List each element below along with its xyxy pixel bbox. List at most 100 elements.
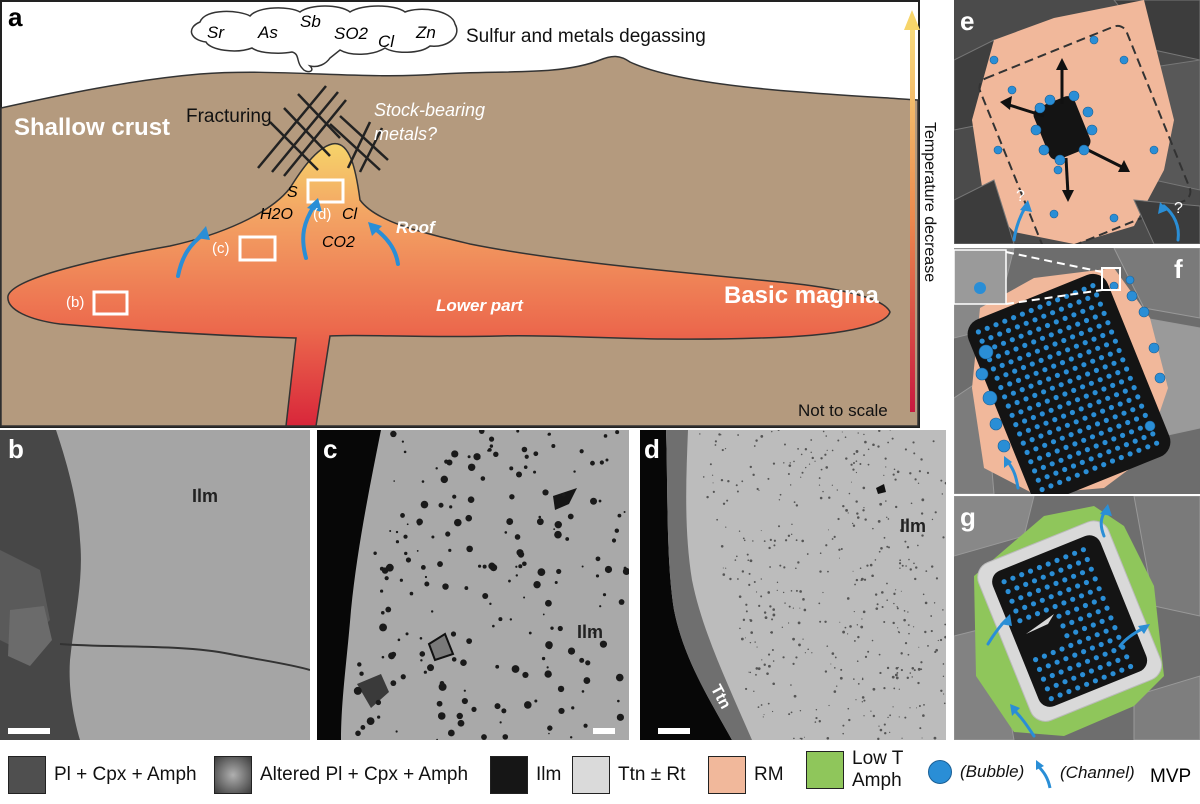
pore <box>735 484 738 487</box>
vesicle <box>377 715 381 719</box>
mvp-bubble <box>1043 607 1049 613</box>
pore <box>862 486 866 490</box>
vesicle <box>604 565 613 574</box>
pore <box>725 567 727 569</box>
pore <box>842 724 845 727</box>
mvp-bubble <box>1050 649 1056 656</box>
mvp-bubble <box>1084 447 1090 453</box>
pore <box>788 605 791 608</box>
mvp-bubble <box>1005 403 1011 409</box>
mvp-bubble <box>1092 390 1098 396</box>
pore <box>790 533 793 536</box>
legend: Pl + Cpx + Amph Altered Pl + Cpx + Amph … <box>0 742 1200 804</box>
volatile-s: S <box>287 184 298 201</box>
vesicle <box>445 531 451 537</box>
pore <box>922 714 925 717</box>
mvp-bubble <box>1036 666 1043 672</box>
vesicle <box>436 738 438 740</box>
pore <box>783 566 786 569</box>
box-d <box>306 178 345 204</box>
mvp-bubble <box>1091 599 1097 605</box>
mvp-bubble <box>1073 343 1079 349</box>
pore <box>787 473 790 476</box>
mvp-bubble <box>1065 610 1071 616</box>
vesicle <box>430 610 434 613</box>
pore <box>853 610 855 613</box>
vesicle <box>509 618 513 621</box>
pore <box>842 630 845 634</box>
pore <box>808 463 811 465</box>
pore <box>824 670 828 673</box>
pore <box>825 544 828 547</box>
pore <box>825 466 829 469</box>
pore <box>709 463 712 466</box>
mvp-bubble <box>1101 310 1107 316</box>
pore <box>878 550 881 553</box>
pore <box>770 631 774 634</box>
vesicle <box>611 538 617 543</box>
mvp-bubble <box>1072 652 1078 658</box>
pore <box>767 477 770 480</box>
pore <box>886 545 889 548</box>
pore <box>839 676 843 680</box>
mvp-bubble <box>1062 577 1068 583</box>
mvp-bubble <box>1109 458 1116 464</box>
mvp-bubble <box>1037 379 1043 386</box>
pore <box>764 616 768 620</box>
pore <box>917 681 920 685</box>
mvp-bubble <box>1088 456 1094 462</box>
vesicle <box>447 729 455 737</box>
pore <box>818 720 821 723</box>
pore <box>941 493 944 495</box>
pore <box>806 553 809 555</box>
mvp-bubble <box>1106 449 1112 455</box>
mvp-bubble <box>1117 401 1123 407</box>
pore <box>753 445 756 447</box>
pore <box>942 663 945 665</box>
vesicle <box>419 651 426 657</box>
vesicle <box>502 734 509 740</box>
vesicle <box>381 655 385 659</box>
vesicle <box>390 651 397 658</box>
pore <box>742 618 746 622</box>
vesicle <box>548 732 550 735</box>
pore <box>909 672 912 674</box>
pore <box>870 710 872 712</box>
mvp-bubble <box>1044 584 1050 590</box>
pore <box>840 668 843 671</box>
mvp-bubble <box>1115 445 1121 451</box>
pore <box>757 667 761 671</box>
mvp-bubble <box>1080 308 1086 314</box>
magma-body <box>7 143 891 427</box>
mvp-bubble <box>1097 664 1103 671</box>
mvp-bubble <box>1133 416 1140 422</box>
pore <box>906 676 909 680</box>
vesicle <box>438 682 447 691</box>
vesicle <box>542 613 545 616</box>
mvp-bubble <box>1082 340 1088 346</box>
pore <box>782 656 785 659</box>
pore <box>847 633 849 635</box>
pore <box>749 559 753 563</box>
mvp-bubble <box>1104 605 1110 611</box>
pore <box>720 434 722 436</box>
fracture-grid-right <box>329 115 389 173</box>
pore <box>884 457 887 460</box>
pore <box>769 605 772 608</box>
mvp-bubble <box>1040 464 1046 470</box>
pore <box>842 732 844 735</box>
pore <box>912 626 915 628</box>
pore <box>855 500 858 503</box>
vesicle <box>585 660 591 666</box>
pore <box>896 672 899 674</box>
mvp-bubble <box>1120 432 1126 438</box>
pore <box>712 482 714 484</box>
mvp-bubble <box>1038 357 1044 363</box>
roof-label: Roof <box>396 218 435 237</box>
pore <box>789 462 791 464</box>
mvp-bubble <box>1089 645 1095 651</box>
f-outside-bubbles <box>975 275 1166 453</box>
pore <box>758 604 761 607</box>
pore <box>831 484 833 486</box>
ilm-label-b: Ilm <box>192 486 219 506</box>
